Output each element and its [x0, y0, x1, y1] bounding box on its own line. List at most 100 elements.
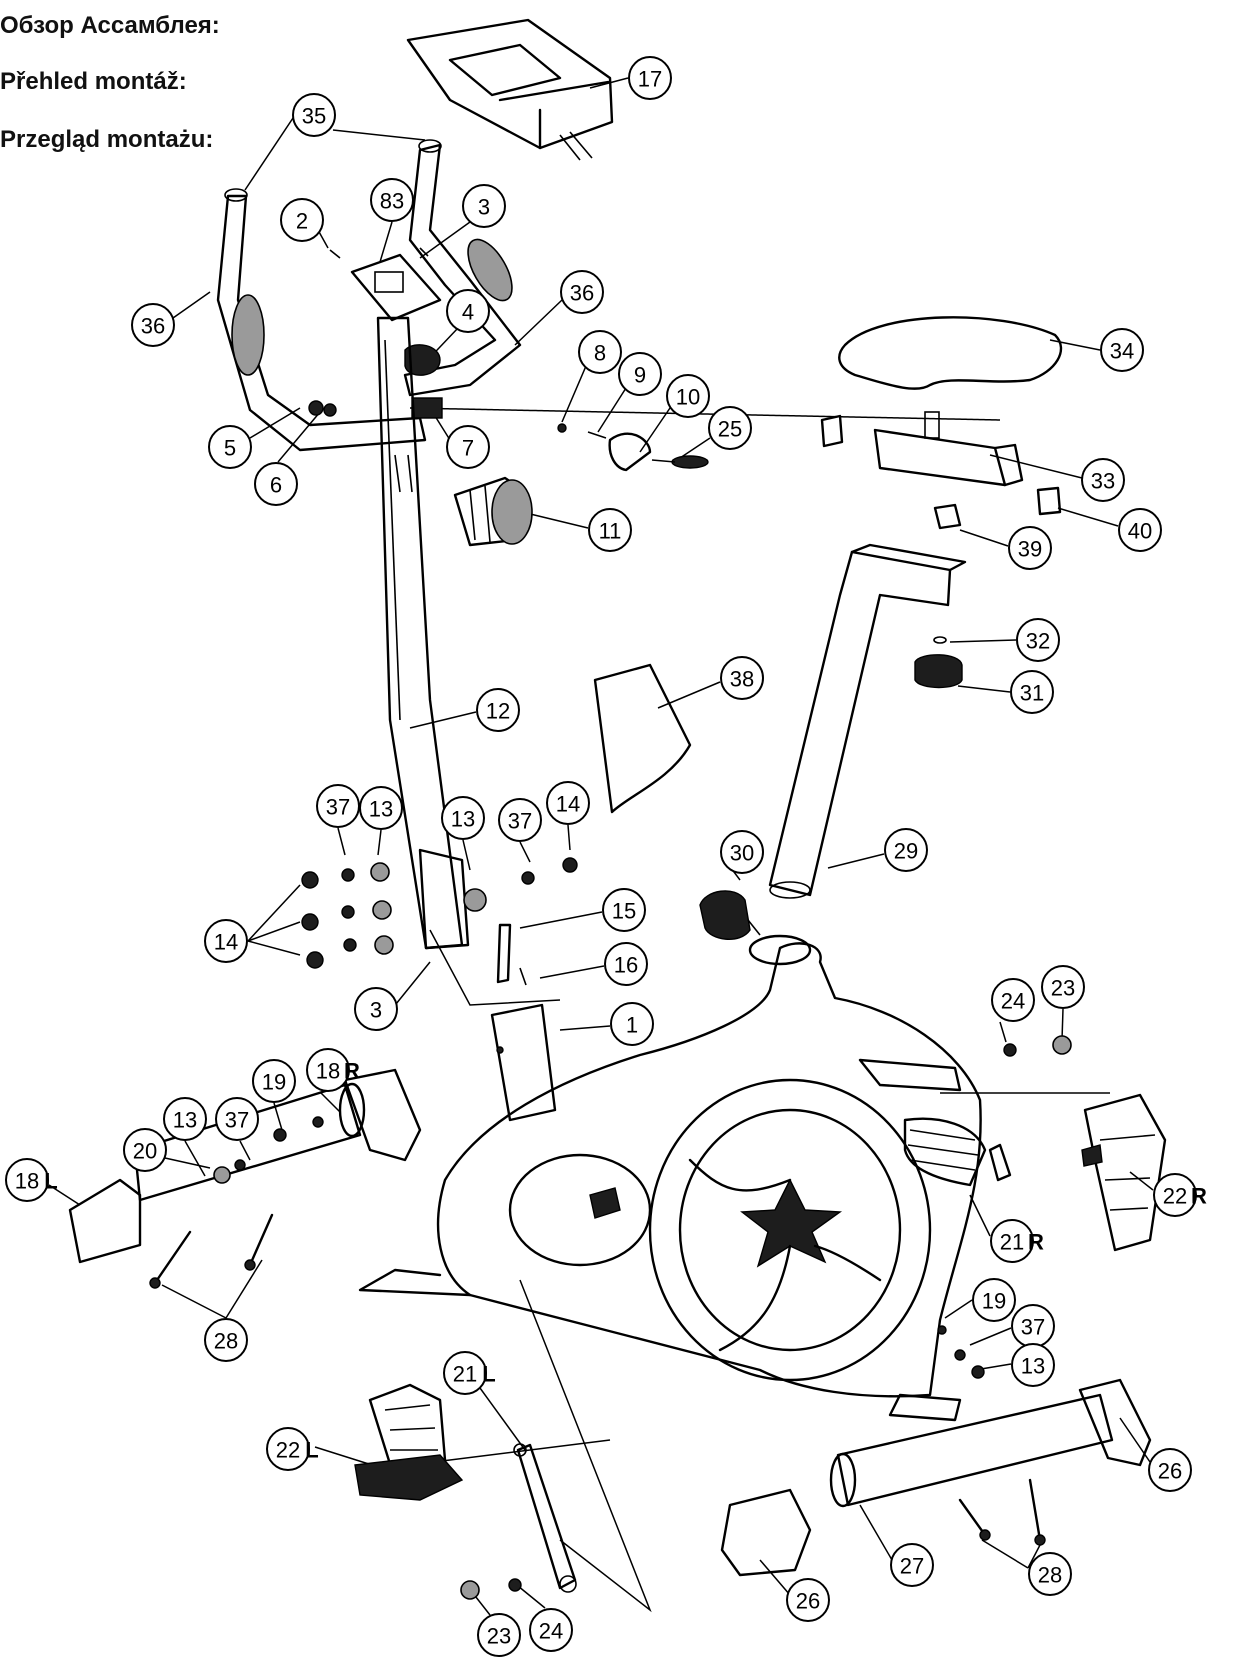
- callout-number: 29: [894, 839, 918, 864]
- callout-part-25: 25: [708, 406, 752, 450]
- callout-circle: [446, 289, 490, 333]
- callout-circle: [720, 656, 764, 700]
- callout-part-17: 17: [628, 56, 672, 100]
- callout-circle: [1100, 328, 1144, 372]
- callout-number: 83: [380, 189, 404, 214]
- callout-number: 32: [1026, 629, 1050, 654]
- callout-part-15: 15: [602, 888, 646, 932]
- callout-part-37: 37: [1011, 1304, 1055, 1348]
- callout-circle: [123, 1128, 167, 1172]
- callout-circle: [1148, 1448, 1192, 1492]
- callout-part-31: 31: [1010, 670, 1054, 714]
- callout-number: 23: [1051, 976, 1075, 1001]
- callout-side-letter: L: [482, 1362, 495, 1387]
- callout-circle: [991, 978, 1035, 1022]
- callout-circle: [208, 425, 252, 469]
- callout-part-27: 27: [890, 1543, 934, 1587]
- callout-part-28: 28: [204, 1318, 248, 1362]
- callout-number: 39: [1018, 537, 1042, 562]
- callout-part-2: 2: [280, 198, 324, 242]
- callout-circle: [990, 1219, 1034, 1263]
- callout-circle: [477, 1613, 521, 1657]
- callout-number: 3: [370, 998, 382, 1023]
- main-frame-housing: [358, 934, 987, 1422]
- callout-number: 22: [276, 1438, 300, 1463]
- cover-38: [593, 663, 692, 814]
- callout-circle: [786, 1578, 830, 1622]
- callout-number: 4: [462, 300, 474, 325]
- front-stabilizer-20: [68, 1068, 422, 1289]
- callout-part-6: 6: [254, 462, 298, 506]
- callout-number: 35: [302, 104, 326, 129]
- callout-circle: [370, 178, 414, 222]
- callout-circle: [316, 784, 360, 828]
- callout-number: 36: [570, 281, 594, 306]
- callout-circle: [306, 1048, 350, 1092]
- right-pedal-bolts-23-24: [1003, 1035, 1072, 1057]
- callout-number: 17: [638, 67, 662, 92]
- crank-21r: [988, 1143, 1012, 1182]
- callout-number: 24: [539, 1619, 563, 1644]
- callout-part-35: 35: [292, 93, 336, 137]
- callout-number: 34: [1110, 339, 1134, 364]
- callout-part-16: 16: [604, 942, 648, 986]
- callout-part-8: 8: [578, 330, 622, 374]
- callout-number: 37: [225, 1108, 249, 1133]
- callout-part-36: 36: [560, 270, 604, 314]
- callout-part-34: 34: [1100, 328, 1144, 372]
- seat-knob-31: [914, 636, 963, 689]
- callout-circle: [163, 1097, 207, 1141]
- callout-circle: [280, 198, 324, 242]
- callout-part-23: 23: [1041, 965, 1085, 1009]
- handlebar-clamp: [308, 247, 443, 419]
- callout-number: 9: [634, 363, 646, 388]
- callout-part-37: 37: [215, 1097, 259, 1141]
- callout-circle: [292, 93, 336, 137]
- callout-part-40: 40: [1118, 508, 1162, 552]
- callout-number: 3: [478, 195, 490, 220]
- callout-number: 21: [1000, 1230, 1024, 1255]
- callout-number: 23: [487, 1624, 511, 1649]
- seat-34: [838, 316, 1062, 390]
- callout-number: 38: [730, 667, 754, 692]
- callout-number: 19: [982, 1289, 1006, 1314]
- callout-side-letter: L: [305, 1438, 318, 1463]
- rear-stabilizer-27: [720, 1325, 1152, 1577]
- callout-number: 13: [451, 807, 475, 832]
- callout-circle: [1153, 1173, 1197, 1217]
- callout-part-4: 4: [446, 289, 490, 333]
- callout-part-37: 37: [316, 784, 360, 828]
- callout-part-36: 36: [131, 303, 175, 347]
- callout-number: 40: [1128, 519, 1152, 544]
- callout-circle: [354, 987, 398, 1031]
- callout-circle: [1028, 1552, 1072, 1596]
- callout-number: 26: [796, 1589, 820, 1614]
- callout-number: 33: [1091, 469, 1115, 494]
- leader-lines: [48, 77, 1154, 1616]
- pedal-22r: [1081, 1093, 1167, 1252]
- callout-circle: [441, 796, 485, 840]
- callout-number: 28: [214, 1329, 238, 1354]
- callout-circle: [5, 1158, 49, 1202]
- callout-circle: [215, 1097, 259, 1141]
- callout-circle: [890, 1543, 934, 1587]
- callout-part-13: 13: [359, 786, 403, 830]
- callout-part-19: 19: [972, 1278, 1016, 1322]
- callout-side-letter: R: [1028, 1230, 1044, 1255]
- callout-part-14: 14: [546, 781, 590, 825]
- callout-part-1: 1: [610, 1002, 654, 1046]
- callout-part-83: 83: [370, 178, 414, 222]
- callout-side-letter: R: [1191, 1184, 1207, 1209]
- callout-number: 14: [214, 930, 238, 955]
- callout-circle: [131, 303, 175, 347]
- callout-circle: [972, 1278, 1016, 1322]
- callout-part-11: 11: [588, 508, 632, 552]
- callout-part-19: 19: [252, 1059, 296, 1103]
- callout-number: 20: [133, 1139, 157, 1164]
- post-fasteners: [301, 857, 578, 969]
- callout-number: 30: [730, 841, 754, 866]
- title-russian: Обзор Ассамблея:: [0, 12, 220, 39]
- callout-circle: [1118, 508, 1162, 552]
